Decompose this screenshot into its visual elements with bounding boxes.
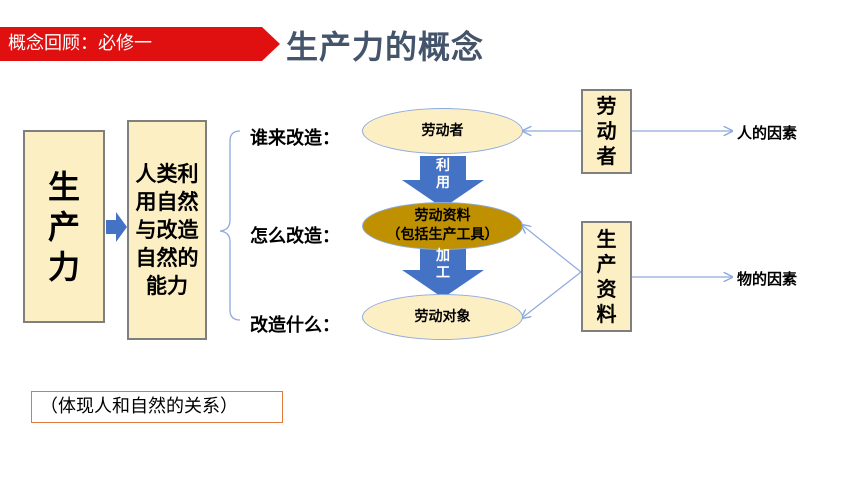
question-how: 怎么改造： <box>250 226 340 247</box>
relation-note: （体现人和自然的关系） <box>31 391 283 423</box>
productivity-label: 生产力 <box>47 167 80 286</box>
flow-arrow-process <box>402 246 484 298</box>
means-ellipse-label: 劳动资料 <box>414 208 471 224</box>
means-box-to-means-line <box>522 225 582 273</box>
means-side-box: 生产资料 <box>581 221 632 332</box>
object-ellipse-label: 劳动对象 <box>414 308 471 325</box>
object-ellipse: 劳动对象 <box>362 294 523 340</box>
banner-arrow-tip <box>262 27 280 61</box>
worker-ellipse-label: 劳动者 <box>421 122 464 139</box>
flow-arrow-use-label: 利用 <box>436 158 450 191</box>
means-side-label: 生产资料 <box>596 226 617 326</box>
page-title: 生产力的概念 <box>286 28 485 66</box>
definition-box: 人类利用自然与改造自然的能力 <box>127 120 207 340</box>
human-factor-label: 人的因素 <box>737 124 798 142</box>
section-banner: 概念回顾：必修一 <box>0 27 262 61</box>
worker-side-box: 劳动者 <box>581 89 632 174</box>
flow-arrow-use <box>402 156 484 208</box>
means-ellipse: 劳动资料 （包括生产工具） <box>362 202 523 250</box>
flow-arrow-process-label: 加工 <box>436 248 450 281</box>
worker-side-label: 劳动者 <box>596 94 617 168</box>
concept-to-definition-arrow <box>106 212 127 242</box>
means-ellipse-sublabel: （包括生产工具） <box>386 227 499 243</box>
question-what: 改造什么： <box>250 315 340 336</box>
material-factor-label: 物的因素 <box>737 270 798 288</box>
worker-ellipse: 劳动者 <box>362 108 523 154</box>
definition-label: 人类利用自然与改造自然的能力 <box>135 162 199 298</box>
productivity-box: 生产力 <box>23 130 105 323</box>
means-box-to-object-line <box>522 271 582 318</box>
question-brace <box>219 130 241 321</box>
question-who: 谁来改造： <box>250 128 340 149</box>
